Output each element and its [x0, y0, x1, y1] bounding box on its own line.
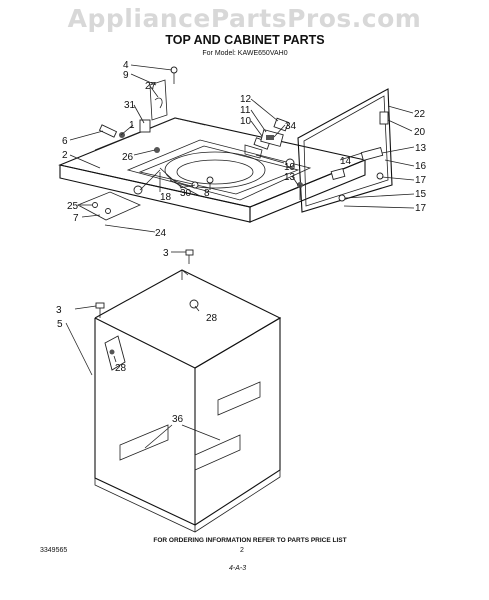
callout-16: 16	[415, 161, 427, 172]
callout-2: 2	[62, 150, 68, 161]
callout-6: 6	[62, 136, 68, 147]
callout-13a: 13	[284, 172, 296, 183]
lid-panel	[297, 88, 393, 213]
callout-1: 1	[129, 120, 135, 131]
callout-15: 15	[415, 189, 427, 200]
page-number: 2	[240, 547, 244, 554]
cabinet	[94, 249, 282, 533]
callout-19: 19	[284, 162, 296, 173]
callout-18: 18	[160, 192, 172, 203]
callout-34: 34	[285, 121, 297, 132]
callout-labels: 4 9 27 31 1 6 2 26 30 8 18 25 7 24 12 11…	[56, 60, 427, 425]
hinge-parts-left	[98, 66, 214, 195]
watermark: AppliancePartsPros.com	[67, 4, 422, 33]
callout-4: 4	[123, 60, 129, 71]
lid-switch-parts	[244, 117, 289, 159]
callout-20: 20	[414, 127, 426, 138]
front-bracket	[77, 191, 141, 221]
callout-3b: 3	[56, 305, 62, 316]
callout-14: 14	[340, 156, 352, 167]
callout-27: 27	[145, 81, 157, 92]
model-number: For Model: KAWE650VAH0	[202, 50, 288, 57]
callout-17b: 17	[415, 203, 427, 214]
callout-28b: 28	[115, 363, 127, 374]
document-number: 3349565	[40, 547, 68, 554]
callout-7: 7	[73, 213, 79, 224]
callout-26: 26	[122, 152, 134, 163]
callout-12: 12	[240, 94, 252, 105]
callout-31: 31	[124, 100, 136, 111]
callout-5: 5	[57, 319, 63, 330]
callout-8: 8	[204, 188, 210, 199]
callout-3a: 3	[163, 248, 169, 259]
callout-25: 25	[67, 201, 79, 212]
leader-lines	[65, 64, 415, 449]
callout-17a: 17	[415, 175, 427, 186]
callout-28a: 28	[206, 313, 218, 324]
callout-30: 30	[180, 188, 192, 199]
callout-24: 24	[155, 228, 167, 239]
callout-22: 22	[414, 109, 426, 120]
callout-10: 10	[240, 116, 252, 127]
callout-36: 36	[172, 414, 184, 425]
diagram-title: TOP AND CABINET PARTS	[165, 33, 325, 47]
revision-code: 4-A-3	[229, 565, 247, 572]
ordering-note: FOR ORDERING INFORMATION REFER TO PARTS …	[153, 537, 347, 544]
callout-11: 11	[240, 105, 251, 116]
callout-9: 9	[123, 70, 129, 81]
callout-13b: 13	[415, 143, 427, 154]
